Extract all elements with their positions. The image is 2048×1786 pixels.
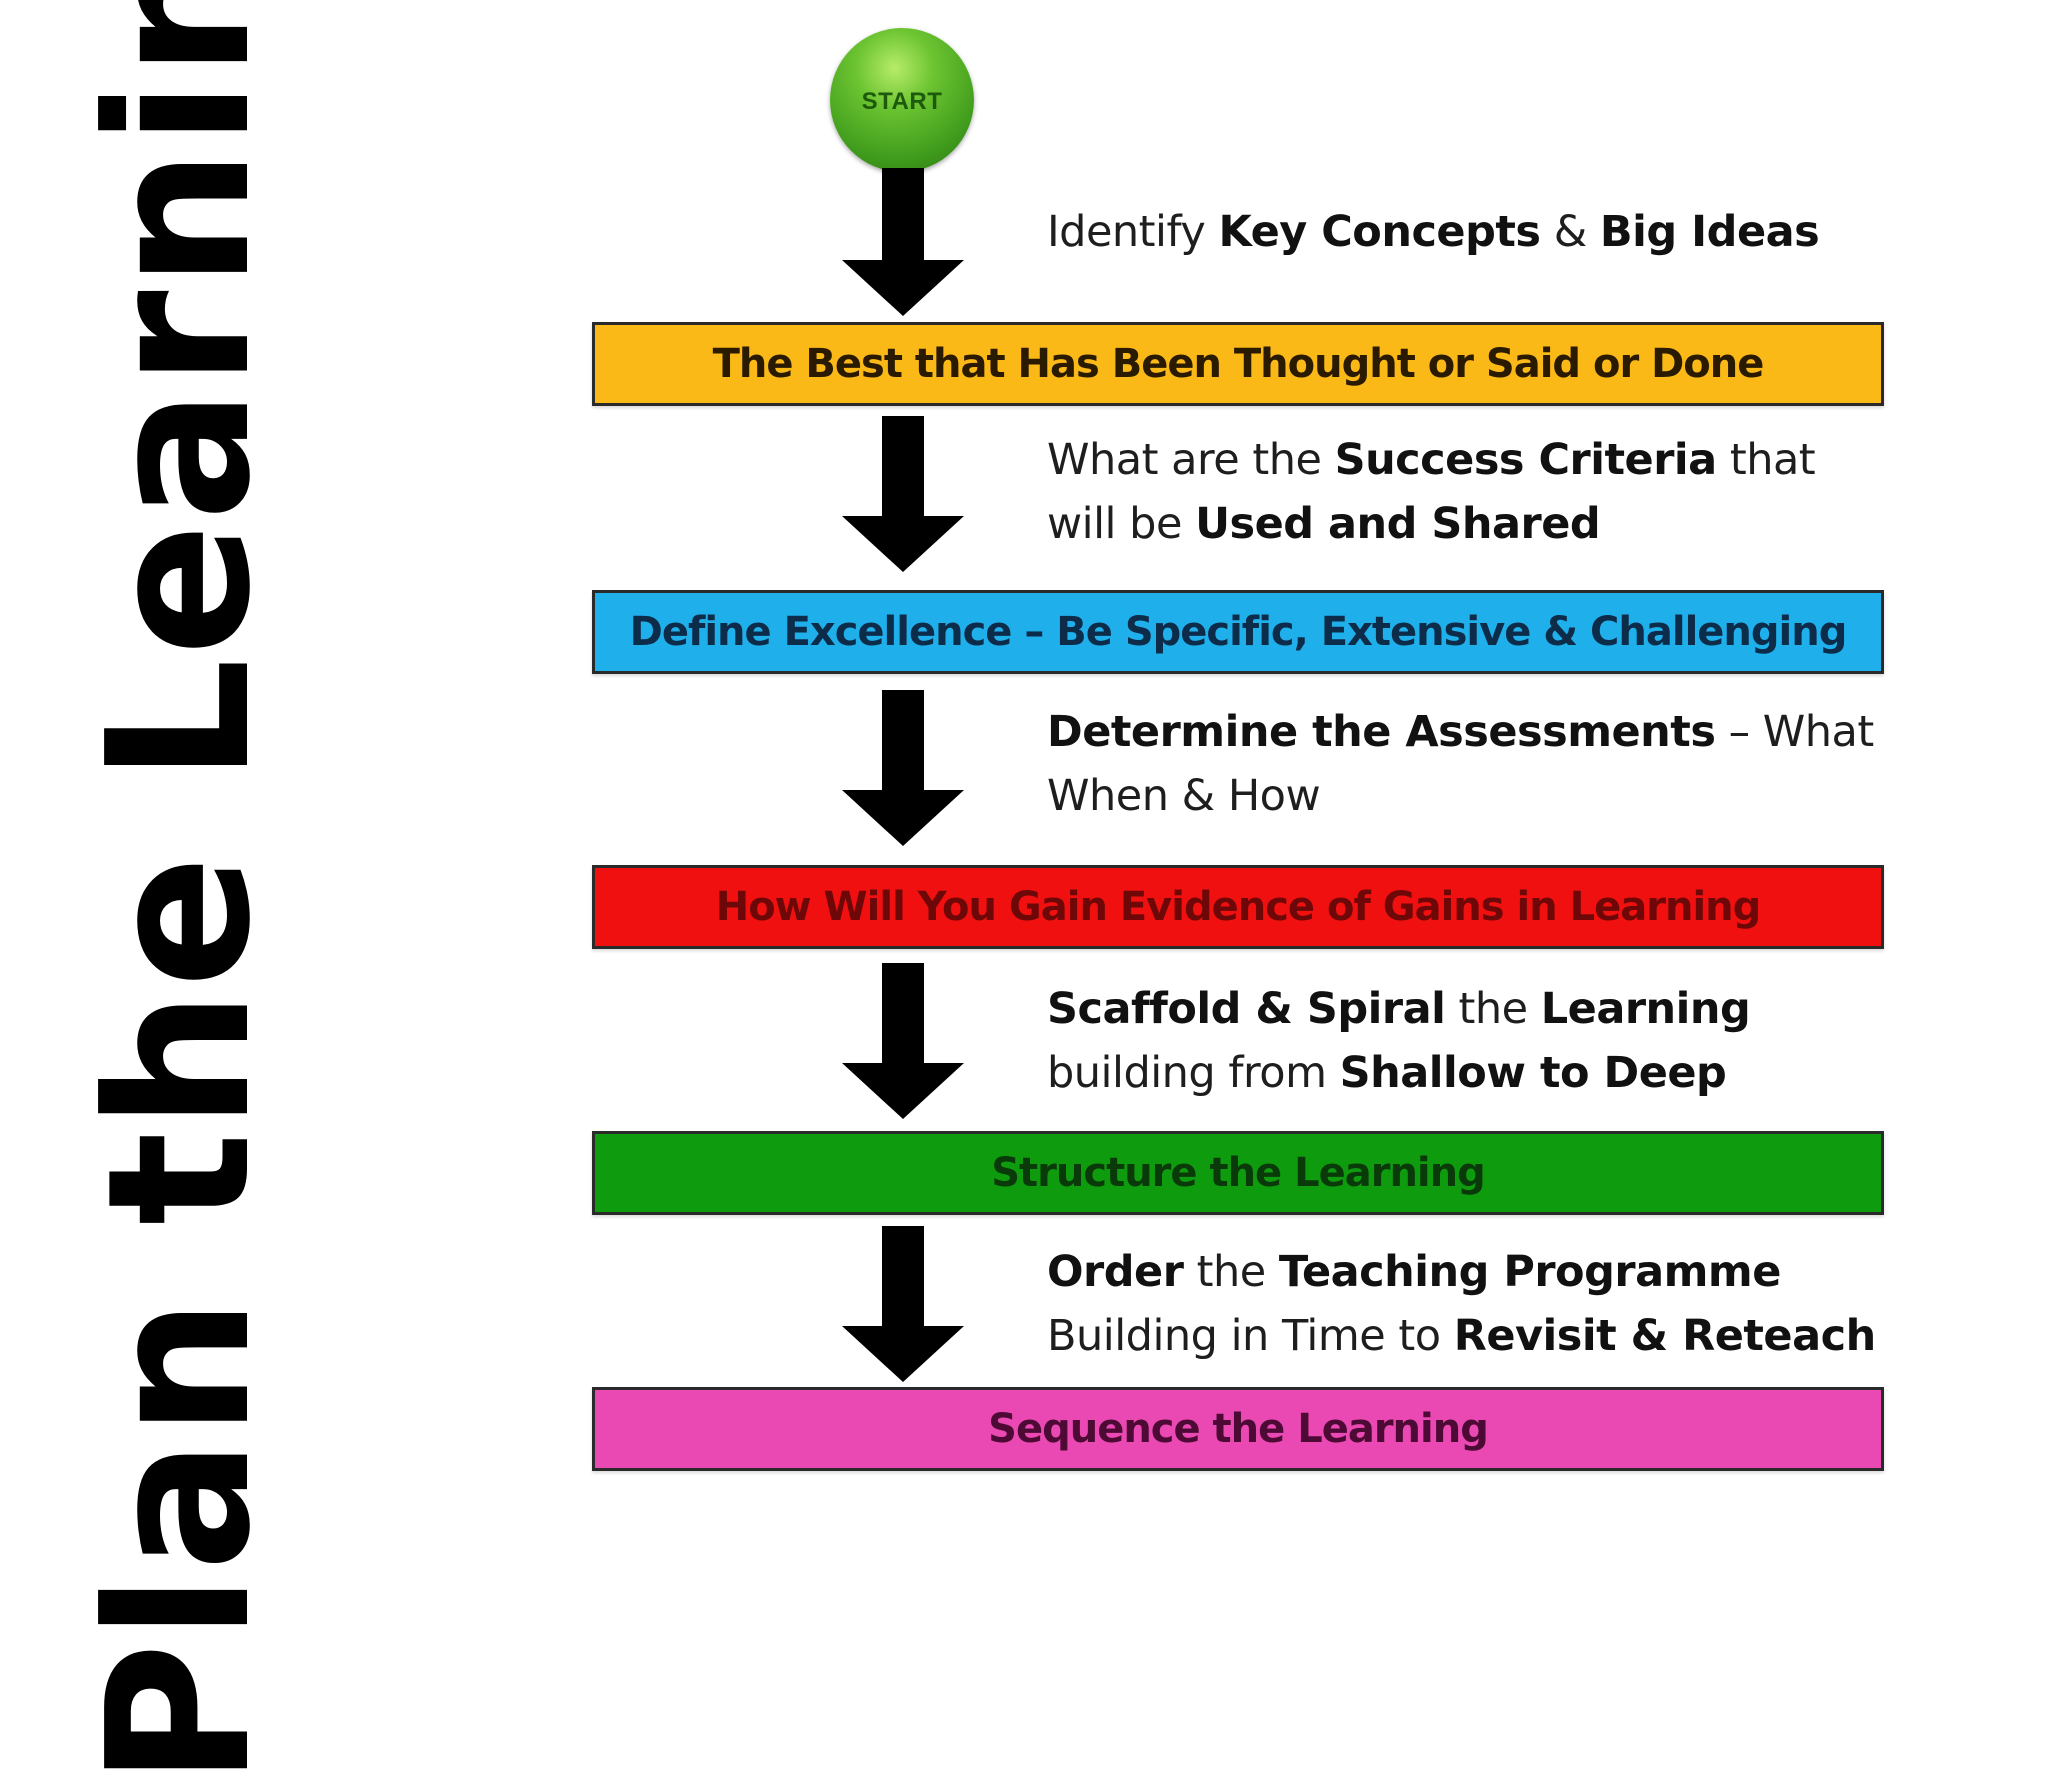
step-bar-5: Sequence the Learning: [592, 1387, 1884, 1471]
note-text: What are the: [1047, 435, 1335, 485]
step-note-1: Identify Key Concepts & Big Ideas: [1047, 200, 1820, 264]
note-text: Learning: [1540, 984, 1751, 1034]
note-text: &: [1540, 207, 1600, 257]
note-text: the: [1183, 1247, 1279, 1297]
note-text: Success Criteria: [1334, 435, 1718, 485]
step-bar-2: Define Excellence – Be Specific, Extensi…: [592, 590, 1884, 674]
note-text: Identify: [1047, 207, 1219, 257]
note-text: Teaching Programme: [1278, 1247, 1782, 1297]
note-text: Key Concepts: [1218, 207, 1542, 257]
start-button: START: [830, 28, 974, 172]
note-text: that: [1716, 435, 1816, 485]
note-text: Big Ideas: [1599, 207, 1820, 257]
note-text: Building in Time to: [1047, 1311, 1454, 1361]
flow-arrow-2: [840, 416, 966, 572]
step-note-4: Scaffold & Spiral the Learning building f…: [1047, 977, 1751, 1105]
note-text: Revisit & Reteach: [1453, 1311, 1876, 1361]
note-text: building from: [1047, 1048, 1340, 1098]
step-note-2: What are the Success Criteria that will b…: [1047, 428, 1816, 556]
note-text: Order: [1047, 1247, 1184, 1297]
note-text: the: [1445, 984, 1541, 1034]
start-label: START: [861, 88, 943, 115]
page-title: Plan the Learning: [66, 0, 294, 1786]
flow-arrow-5: [840, 1226, 966, 1382]
note-text: When & How: [1047, 771, 1321, 821]
note-text: – What: [1715, 707, 1875, 757]
note-text: Scaffold & Spiral: [1047, 984, 1446, 1034]
step-bar-1: The Best that Has Been Thought or Said o…: [592, 322, 1884, 406]
note-text: will be: [1047, 499, 1196, 549]
step-bar-4: Structure the Learning: [592, 1131, 1884, 1215]
note-text: Determine the Assessments: [1047, 707, 1716, 757]
flow-arrow-3: [840, 690, 966, 846]
step-bar-3: How Will You Gain Evidence of Gains in L…: [592, 865, 1884, 949]
note-text: Shallow to Deep: [1339, 1048, 1727, 1098]
note-text: Used and Shared: [1195, 499, 1601, 549]
flow-arrow-1: [840, 168, 966, 316]
flow-arrow-4: [840, 963, 966, 1119]
